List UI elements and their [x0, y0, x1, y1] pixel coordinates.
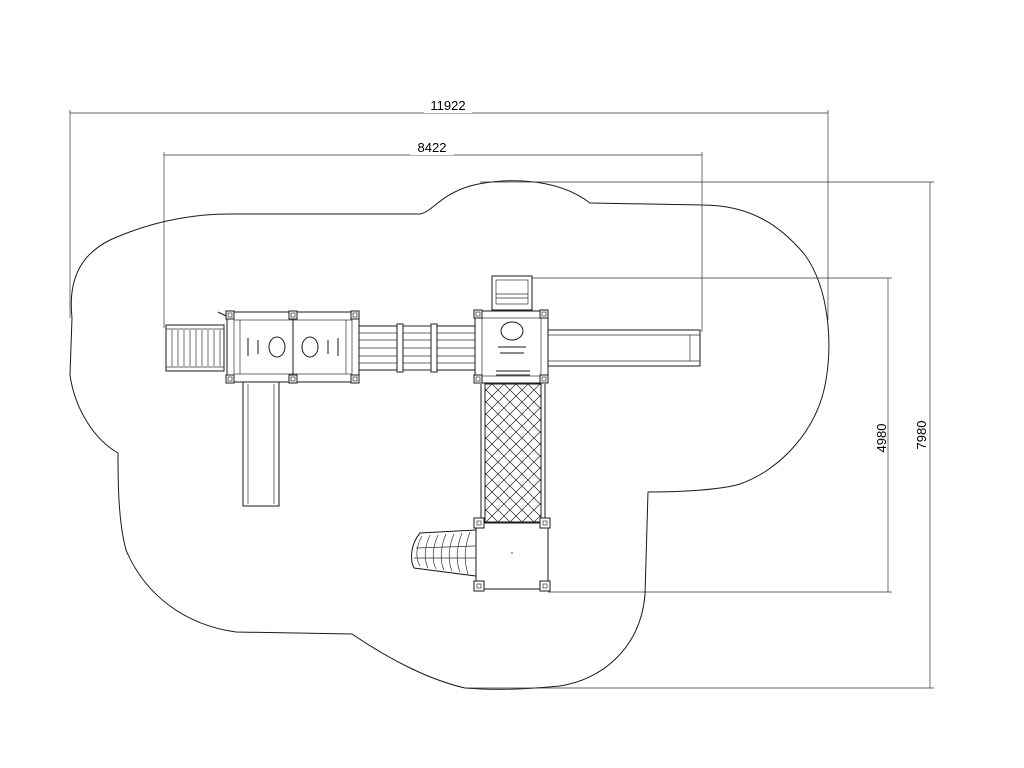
- dimension-overall-width: 11922: [69, 98, 829, 320]
- structure-depth-label: 4980: [874, 424, 889, 453]
- connecting-bridge: [358, 323, 476, 373]
- dimension-overall-depth: 7980: [465, 181, 934, 689]
- overall-width-label: 11922: [430, 98, 465, 113]
- dimension-structure-width: 8422: [163, 140, 703, 332]
- lower-platform: [473, 517, 551, 592]
- right-tower: [473, 309, 549, 384]
- dimension-structure-depth: 4980: [532, 277, 892, 593]
- overall-depth-label: 7980: [914, 421, 929, 450]
- climbing-net: [480, 383, 546, 523]
- safety-zone-outline: [69, 180, 830, 690]
- slide: [242, 381, 280, 507]
- right-walkway: [547, 329, 701, 367]
- curved-climber: [411, 529, 477, 577]
- top-entry-panel: [491, 275, 533, 311]
- structure-width-label: 8422: [418, 140, 447, 155]
- entry-ladder: [165, 311, 239, 372]
- left-tower: [225, 310, 360, 384]
